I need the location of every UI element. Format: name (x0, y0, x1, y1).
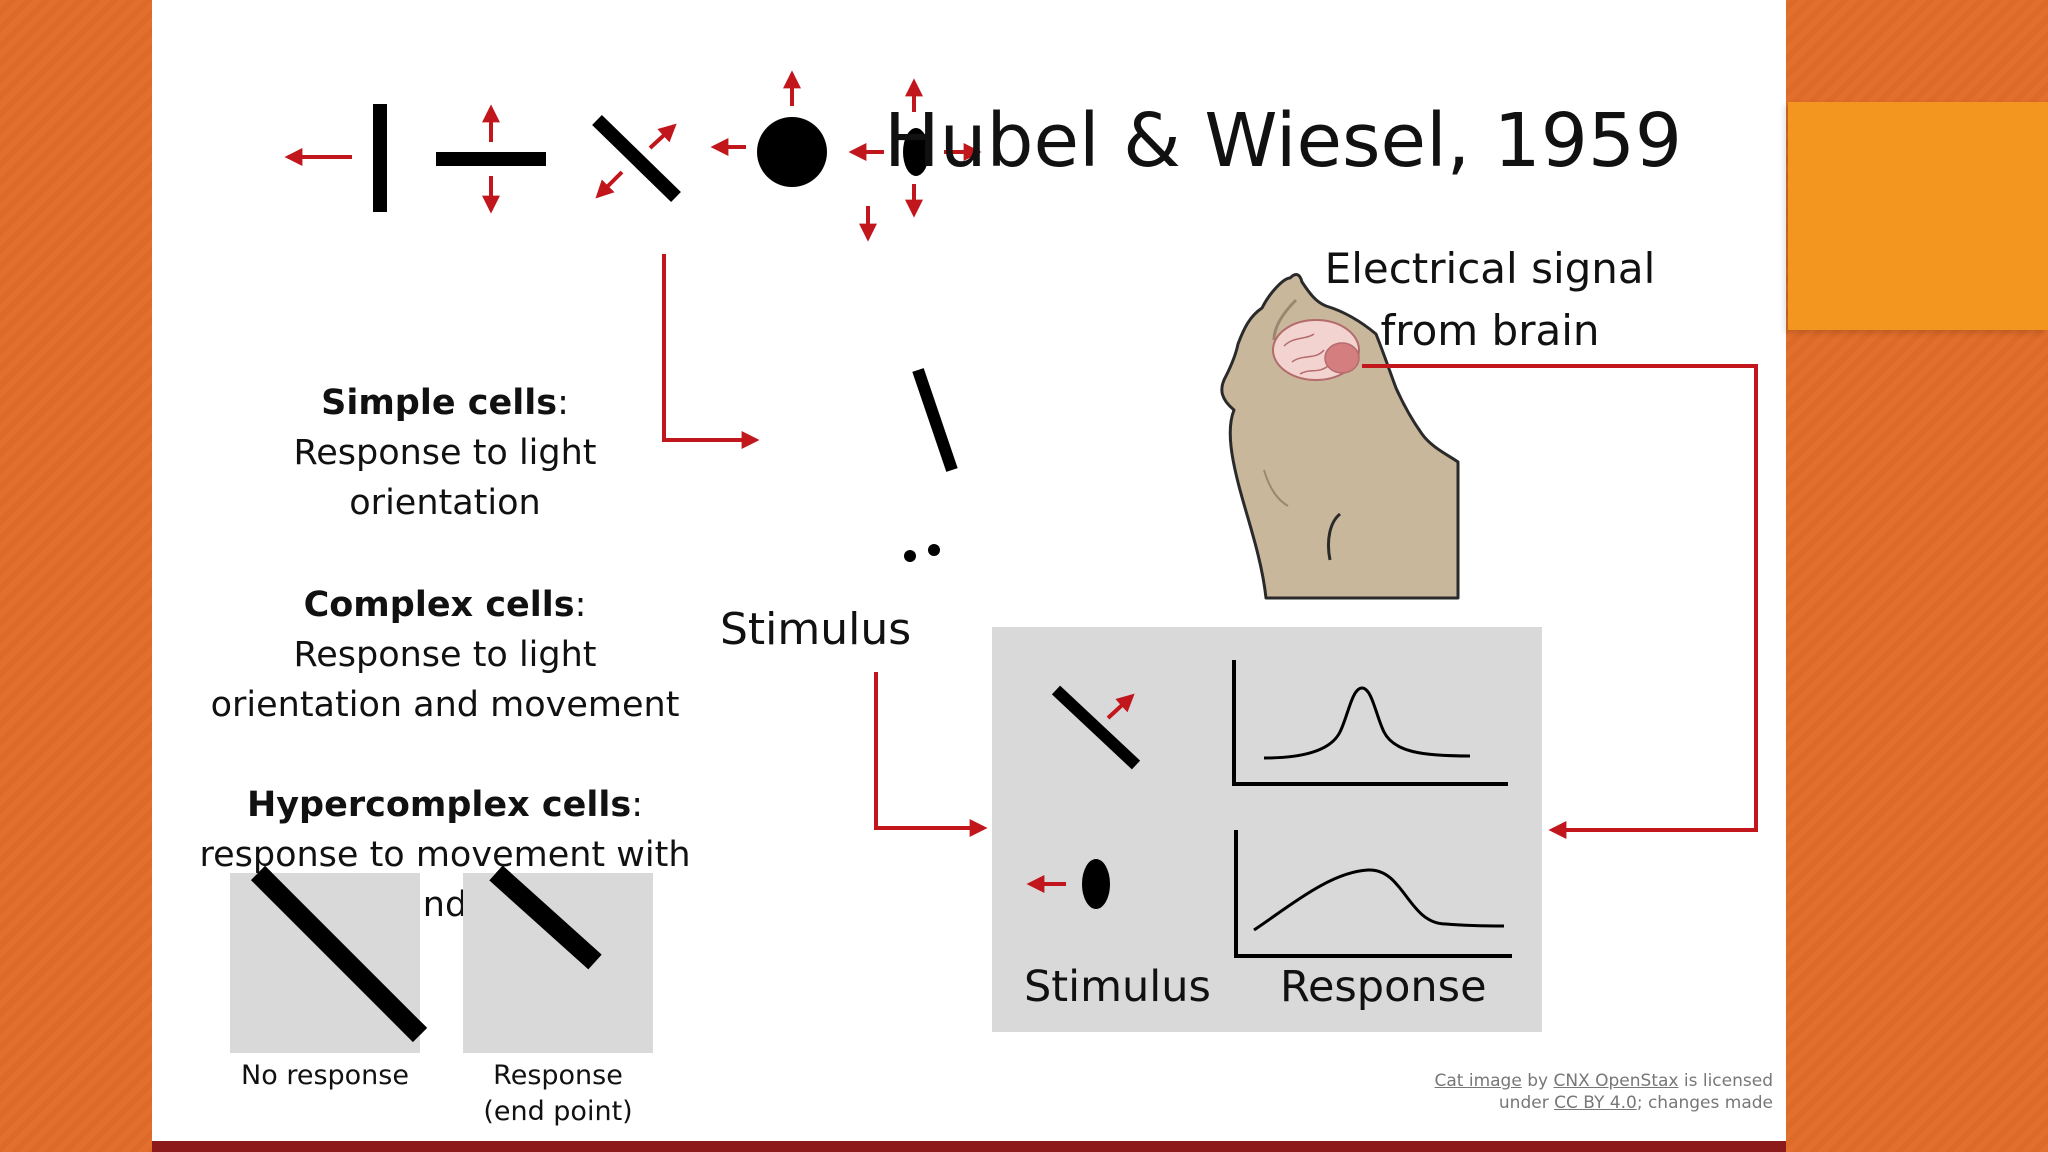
stimulus-label: Stimulus (720, 604, 911, 655)
panel-response-label: Response (1280, 962, 1487, 1012)
image-credit: Cat image by CNX OpenStax is licensed un… (1300, 1070, 1773, 1114)
cc-by-link[interactable]: CC BY 4.0 (1554, 1093, 1637, 1113)
panel-stimulus-label: Stimulus (1024, 962, 1211, 1012)
response-end-point-label: Response (end point) (448, 1058, 668, 1130)
no-response-label: No response (215, 1058, 435, 1094)
cnx-openstax-link[interactable]: CNX OpenStax (1553, 1071, 1678, 1091)
cat-image-link[interactable]: Cat image (1435, 1071, 1522, 1091)
